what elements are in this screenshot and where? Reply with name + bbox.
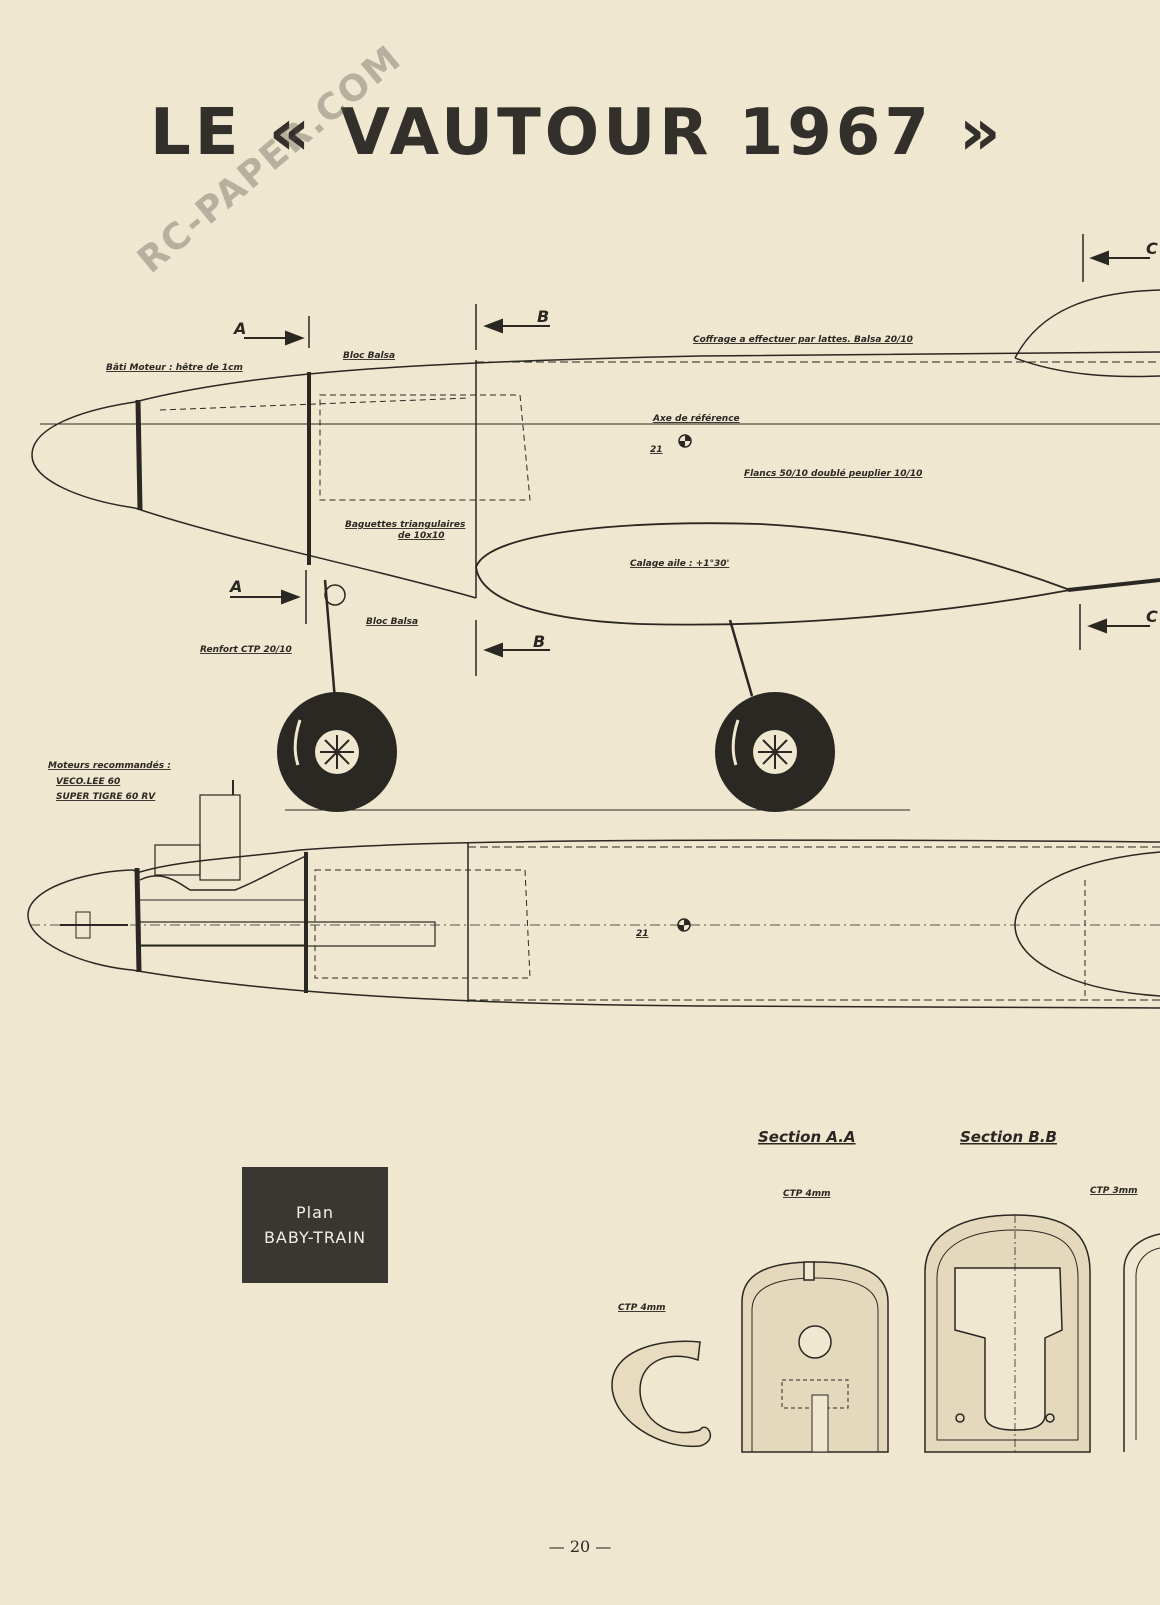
- page-number: — 20 —: [548, 1537, 612, 1556]
- label-moteur-2: SUPER TIGRE 60 RV: [56, 792, 156, 802]
- arrow-label-b-bottom: B: [533, 632, 545, 651]
- arrow-label-a-top: A: [232, 319, 246, 338]
- label-bloc-balsa-top: Bloc Balsa: [343, 351, 395, 361]
- wheel-rear: [715, 692, 835, 812]
- top-view: [27, 780, 1160, 1009]
- plan-box-line1: Plan: [295, 1203, 335, 1222]
- label-baguettes-2: de 10x10: [398, 531, 445, 541]
- arrow-label-b-top: B: [537, 307, 549, 326]
- label-bloc-balsa-bottom: Bloc Balsa: [366, 617, 418, 627]
- label-moteur-1: VECO.LEE 60: [56, 777, 120, 787]
- arrow-label-a-bottom: A: [228, 577, 242, 596]
- arrow-label-c-top: C: [1146, 239, 1158, 258]
- label-ctp3-bb: CTP 3mm: [1090, 1186, 1138, 1196]
- section-bb-title: Section B.B: [960, 1128, 1057, 1146]
- section-aa-drawing: [741, 1261, 889, 1453]
- cg-mark-side-label: 21: [650, 445, 663, 455]
- section-aa-title: Section A.A: [758, 1128, 856, 1146]
- page-title: LE « VAUTOUR 1967 »: [150, 96, 1005, 170]
- label-moteurs-title: Moteurs recommandés :: [48, 760, 171, 771]
- label-flancs: Flancs 50/10 doublé peuplier 10/10: [744, 468, 922, 479]
- label-renfort: Renfort CTP 20/10: [200, 645, 292, 655]
- label-ctp4-left: CTP 4mm: [618, 1303, 666, 1313]
- wheel-front: [277, 692, 397, 812]
- section-cc-partial: [1123, 1233, 1160, 1452]
- arrow-label-c-bottom: C: [1146, 607, 1158, 626]
- plan-box-line2: BABY-TRAIN: [263, 1228, 367, 1247]
- label-ctp4-aa: CTP 4mm: [783, 1189, 831, 1199]
- section-bb-drawing: [924, 1214, 1091, 1453]
- label-bati-moteur: Bâti Moteur : hêtre de 1cm: [106, 362, 243, 373]
- cg-mark-top-label: 21: [636, 929, 649, 939]
- crescent-section: [611, 1340, 712, 1448]
- label-axe-reference: Axe de référence: [652, 413, 740, 424]
- side-view: [31, 234, 1160, 811]
- label-baguettes-1: Baguettes triangulaires: [345, 520, 466, 530]
- label-coffrage: Coffrage a effectuer par lattes. Balsa 2…: [693, 335, 913, 345]
- label-calage: Calage aile : +1°30': [630, 559, 729, 569]
- plan-box: Plan BABY-TRAIN: [242, 1167, 388, 1283]
